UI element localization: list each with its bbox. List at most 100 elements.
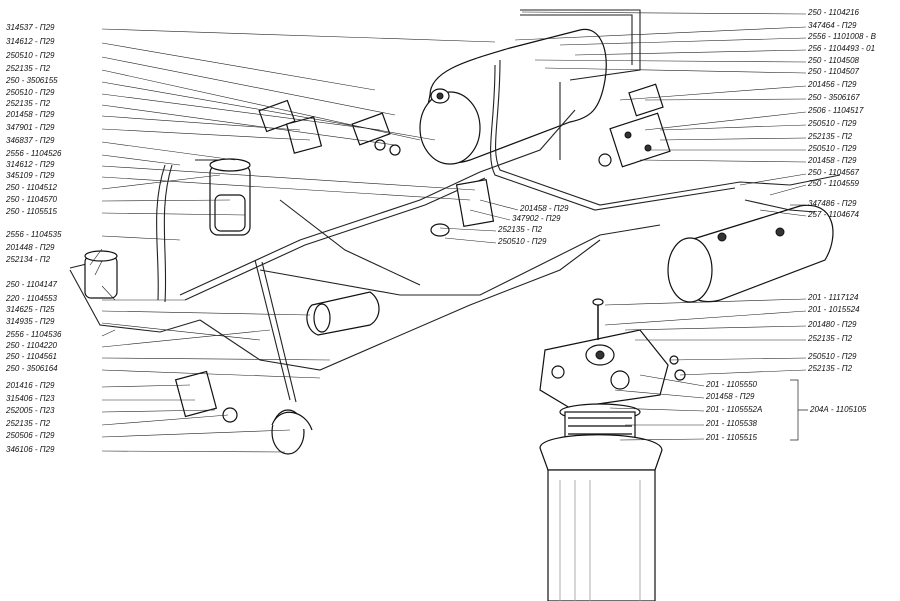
leader-line [101, 285, 116, 301]
center-callout-label: 250510 - П29 [498, 237, 547, 246]
left-callout-label: 252135 - П2 [6, 419, 51, 428]
right-callout-label: 347486 - П29 [808, 199, 857, 208]
left-callout-label: 314625 - П25 [6, 305, 55, 314]
leader-line [559, 37, 807, 46]
left-callout-label: 250 - 3506155 [6, 76, 58, 85]
leader-line [101, 235, 181, 241]
right-callout-label: 201 - 1105550 [706, 380, 758, 389]
leader-line [614, 389, 705, 399]
leader-line [101, 322, 261, 341]
left-callout-label: 346837 - П29 [6, 136, 55, 145]
right-callout-label: 347464 - П29 [808, 21, 857, 30]
leader-line [534, 59, 807, 63]
leader-line [89, 248, 103, 266]
right-callout-label: 250510 - П29 [808, 352, 857, 361]
leader-line [101, 69, 421, 141]
leader-line [101, 409, 216, 413]
leader-line [101, 81, 436, 141]
leader-line [101, 199, 231, 202]
right-callout-label: 250510 - П29 [808, 144, 857, 153]
right-callout-label: 201 - 1105552А [706, 405, 763, 414]
right-callout-label: 2506 - 1104517 [808, 106, 864, 115]
left-callout-label: 347901 - П29 [6, 123, 55, 132]
left-callout-label: 314612 - П29 [6, 160, 55, 169]
right-callout-label: 250 - 1104507 [808, 67, 860, 76]
leader-line [101, 104, 396, 146]
leader-line [759, 209, 807, 217]
leader-line [679, 369, 807, 376]
leader-line [101, 384, 191, 388]
leader-line [439, 227, 497, 232]
left-callout-label: 346106 - П29 [6, 445, 55, 454]
fuel-pump [271, 291, 380, 455]
right-callout-label: 256 - 1104493 - 01 [808, 44, 876, 53]
leader-line [101, 357, 331, 361]
leader-line [669, 357, 807, 361]
leader-line [101, 369, 321, 379]
center-callout-label: 347902 - П29 [512, 214, 561, 223]
left-callout-label: 2556 - 1104535 [6, 230, 62, 239]
leader-line [101, 128, 311, 141]
left-callout-label: 201458 - П29 [6, 110, 55, 119]
left-callout-label: 250510 - П29 [6, 51, 55, 60]
leader-line [101, 174, 221, 190]
left-callout-label: 250506 - П29 [6, 431, 55, 440]
leader-line [619, 438, 705, 441]
right-callout-label: 201456 - П29 [808, 80, 857, 89]
right-callout-label: 252135 - П2 [808, 132, 853, 141]
leader-line [101, 141, 236, 161]
leader-line [604, 298, 807, 306]
leader-line [479, 199, 519, 211]
leader-line [624, 325, 807, 331]
leader-line [739, 173, 807, 186]
right-callout-label: 252135 - П2 [808, 364, 853, 373]
right-callout-label: 201 - 1015524 [808, 305, 860, 314]
leader-line [659, 124, 807, 131]
left-callout-label: 250 - 1104220 [6, 341, 58, 350]
right-callout-label: 201 - 1105538 [706, 419, 758, 428]
right-callout-label: 250510 - П29 [808, 119, 857, 128]
leader-line [639, 374, 705, 387]
left-callout-label: 201416 - П29 [6, 381, 55, 390]
left-callout-label: 250 - 1104147 [6, 280, 58, 289]
leader-line [101, 329, 116, 337]
left-callout-label: 314935 - П29 [6, 317, 55, 326]
leader-line [101, 56, 396, 116]
leader-line [769, 184, 807, 196]
left-callout-label: 314537 - П29 [6, 23, 55, 32]
leader-line [514, 26, 807, 41]
leader-line [101, 42, 376, 91]
leader-line [101, 429, 291, 438]
group-label: 204А - 1105105 [810, 405, 867, 414]
right-callout-label: 250 - 3506167 [808, 93, 860, 102]
leader-line [94, 260, 103, 276]
leader-line [544, 67, 807, 74]
rear-fuel-tank [419, 9, 641, 165]
left-callout-label: 252005 - П23 [6, 406, 55, 415]
leader-line [101, 115, 301, 131]
left-callout-label: 252135 - П2 [6, 99, 51, 108]
left-callout-label: 345109 - П29 [6, 171, 55, 180]
left-callout-label: 315406 - П23 [6, 394, 55, 403]
left-callout-label: 250 - 1105515 [6, 207, 58, 216]
leader-line [644, 111, 807, 131]
leader-line [101, 28, 496, 43]
right-callout-label: 201458 - П29 [808, 156, 857, 165]
leader-line [644, 98, 807, 101]
leader-line [444, 237, 497, 244]
fuel-lines [69, 59, 841, 403]
left-callout-label: 250 - 1104561 [6, 352, 58, 361]
left-callout-label: 250510 - П29 [6, 88, 55, 97]
fuel-filter-small [84, 158, 251, 299]
right-callout-label: 250 - 1104508 [808, 56, 860, 65]
leader-line [574, 49, 807, 56]
left-callout-label: 220 - 1104553 [6, 294, 58, 303]
right-callout-label: 252135 - П2 [808, 334, 853, 343]
leader-line [101, 154, 181, 166]
center-callout-label: 201458 - П29 [520, 204, 569, 213]
leader-line [639, 159, 807, 163]
front-fuel-tank [667, 204, 834, 303]
right-callout-label: 250 - 1104216 [808, 8, 860, 17]
